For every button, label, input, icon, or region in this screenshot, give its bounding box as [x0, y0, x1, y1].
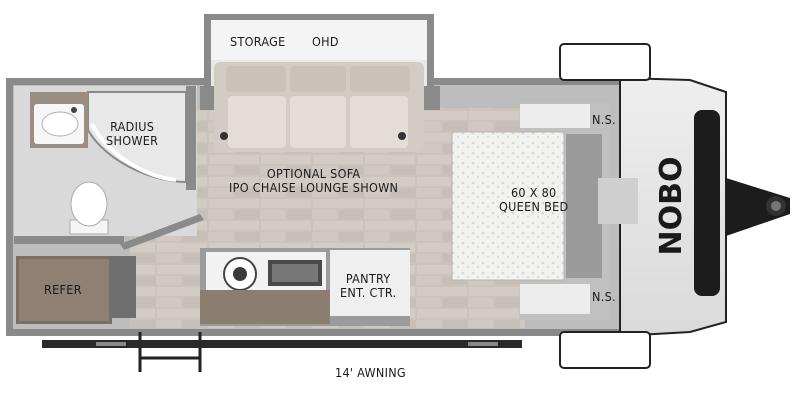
label-radius-shower: RADIUS SHOWER	[106, 120, 158, 148]
label-bed-size: 60 X 80	[510, 185, 557, 200]
label-pantry: PANTRY ENT. CTR.	[340, 272, 396, 300]
front-storage-top	[559, 43, 651, 81]
label-awning: 14' AWNING	[335, 365, 406, 380]
label-ns-bottom: N.S.	[592, 289, 616, 304]
radius-shower	[87, 91, 187, 184]
front-storage-bottom	[559, 331, 651, 369]
label-bed-type: QUEEN BED	[499, 199, 569, 214]
queen-bed	[451, 102, 610, 320]
entry-steps	[138, 332, 202, 372]
label-storage: STORAGE	[230, 34, 286, 49]
refrigerator	[16, 256, 136, 324]
label-refer: REFER	[44, 282, 82, 297]
label-ns-top: N.S.	[592, 112, 616, 127]
hitch	[726, 178, 790, 236]
label-optional-sofa-line2: IPO CHAISE LOUNGE SHOWN	[229, 180, 399, 195]
label-optional-sofa-line1: OPTIONAL SOFA	[266, 166, 361, 181]
brand-logo: NOBO	[654, 157, 689, 256]
label-ohd: OHD	[312, 34, 339, 49]
toilet	[69, 181, 109, 235]
label-optional-sofa: OPTIONAL SOFA IPO CHAISE LOUNGE SHOWN	[229, 167, 398, 195]
label-pantry-line2: ENT. CTR.	[340, 285, 397, 300]
label-pantry-line1: PANTRY	[345, 271, 391, 286]
label-queen-bed: 60 X 80 QUEEN BED	[499, 186, 568, 214]
sofa	[200, 62, 440, 152]
bathroom-walls	[14, 86, 204, 250]
kitchen-galley	[200, 248, 410, 326]
label-radius: RADIUS	[110, 119, 155, 134]
bathroom-sink	[30, 92, 88, 148]
awning-rail	[42, 340, 522, 348]
label-shower: SHOWER	[106, 133, 159, 148]
